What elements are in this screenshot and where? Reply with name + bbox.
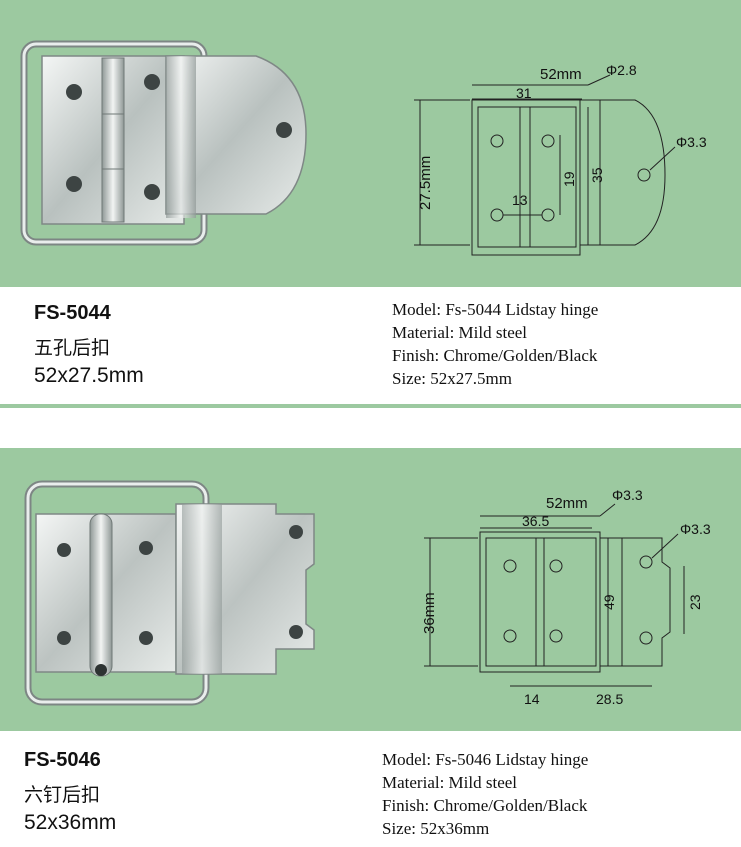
product-1-drawing: 52mm Φ2.8 31 Φ3.3 27.5mm 19 35 13: [414, 62, 707, 256]
drawing-1-side-height: 35: [589, 167, 605, 183]
product-1-size-label: 52x27.5mm: [34, 364, 144, 387]
drawing-2-gap: 14: [524, 691, 540, 707]
drawing-1-hole-spacing: 19: [561, 171, 577, 187]
drawing-2-right-span: 28.5: [596, 691, 623, 707]
product-1-size: Size: 52x27.5mm: [392, 369, 512, 388]
product-2-size: Size: 52x36mm: [382, 819, 490, 838]
drawing-1-gap: 13: [512, 192, 528, 208]
drawing-2-plate-width: 36.5: [522, 513, 549, 529]
section-divider: [0, 404, 741, 408]
product-2-code: FS-5046: [24, 749, 101, 771]
drawing-2-hole-spacing: 49: [601, 594, 617, 610]
drawing-1-plate-width: 31: [516, 85, 532, 101]
drawing-2-height: 36mm: [421, 592, 438, 634]
product-1-cn-name: 五孔后扣: [34, 337, 111, 359]
product-2-finish: Finish: Chrome/Golden/Black: [382, 796, 588, 815]
drawing-2-side-height: 23: [687, 594, 703, 610]
product-1-model: Model: Fs-5044 Lidstay hinge: [392, 300, 599, 319]
product-2-model: Model: Fs-5046 Lidstay hinge: [382, 750, 589, 769]
drawing-2-hole-large: Φ3.3: [680, 521, 711, 537]
drawing-2-hole-small: Φ3.3: [612, 487, 643, 503]
product-1-code: FS-5044: [34, 302, 111, 324]
drawing-1-height: 27.5mm: [417, 156, 434, 210]
drawing-2-overall: 52mm: [546, 495, 588, 512]
product-2-specs: Model: Fs-5046 Lidstay hinge Material: M…: [382, 748, 588, 840]
drawing-1-overall: 52mm: [540, 66, 582, 83]
product-2-cn-name: 六钉后扣: [24, 784, 101, 806]
drawing-1-hole-large: Φ3.3: [676, 134, 707, 150]
drawing-1-hole-small: Φ2.8: [606, 62, 637, 78]
product-1-finish: Finish: Chrome/Golden/Black: [392, 346, 598, 365]
product-2-photo: [24, 480, 315, 706]
product-2-material: Material: Mild steel: [382, 773, 518, 792]
product-1-photo: [20, 40, 307, 246]
product-2-drawing: 52mm Φ3.3 36.5 Φ3.3 36mm 49 23 14 28.5: [421, 487, 711, 707]
product-2-size-label: 52x36mm: [24, 811, 117, 834]
product-1-material: Material: Mild steel: [392, 323, 528, 342]
product-1-specs: Model: Fs-5044 Lidstay hinge Material: M…: [392, 298, 598, 390]
